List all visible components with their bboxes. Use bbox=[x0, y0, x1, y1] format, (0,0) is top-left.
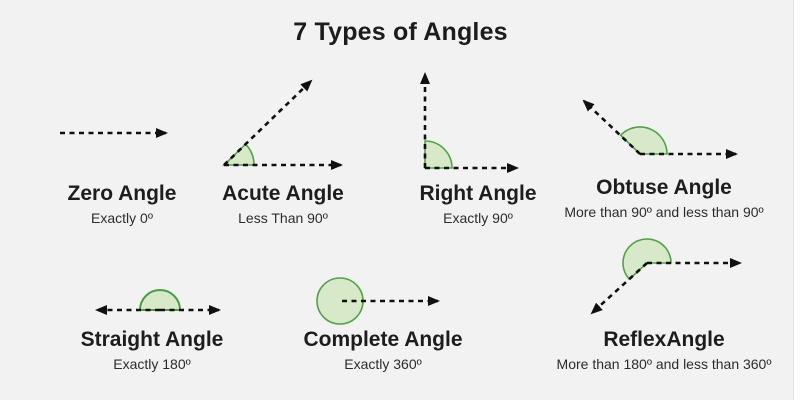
right-angle-arc bbox=[424, 140, 453, 169]
complete-angle-card: Complete Angle Exactly 360º bbox=[283, 328, 483, 373]
right-angle-description: Exactly 90º bbox=[443, 210, 513, 227]
acute-angle-diagonal-ray bbox=[223, 79, 313, 166]
straight-angle-description: Exactly 180º bbox=[113, 356, 191, 373]
straight-angle-card: Straight Angle Exactly 180º bbox=[62, 328, 242, 373]
complete-angle-description: Exactly 360º bbox=[344, 356, 422, 373]
obtuse-angle-arc bbox=[619, 126, 668, 155]
acute-angle-diagram bbox=[222, 79, 343, 170]
obtuse-angle-diagonal-ray bbox=[582, 99, 641, 155]
straight-angle-arc bbox=[138, 289, 182, 311]
page-title: 7 Types of Angles bbox=[293, 18, 508, 46]
acute-angle-label: Acute Angle bbox=[222, 182, 344, 205]
reflex-angle-arc bbox=[622, 238, 672, 281]
straight-angle-diagram bbox=[95, 289, 221, 315]
reflex-angle-card: ReflexAngle More than 180º and less than… bbox=[544, 328, 784, 373]
reflex-angle-description: More than 180º and less than 360º bbox=[556, 356, 772, 373]
zero-angle-card: Zero Angle Exactly 0º bbox=[32, 182, 212, 227]
obtuse-angle-label: Obtuse Angle bbox=[596, 176, 732, 199]
complete-angle-label: Complete Angle bbox=[303, 328, 463, 351]
right-angle-label: Right Angle bbox=[419, 182, 537, 205]
straight-angle-label: Straight Angle bbox=[80, 328, 224, 351]
obtuse-angle-card: Obtuse Angle More than 90º and less than… bbox=[544, 176, 784, 221]
acute-angle-description: Less Than 90º bbox=[238, 210, 328, 227]
reflex-angle-diagram bbox=[590, 238, 742, 315]
reflex-angle-diagonal-ray bbox=[590, 262, 648, 315]
obtuse-angle-description: More than 90º and less than 90º bbox=[564, 204, 764, 221]
zero-angle-label: Zero Angle bbox=[67, 182, 177, 205]
reflex-angle-label: ReflexAngle bbox=[603, 328, 725, 351]
acute-angle-arc bbox=[222, 143, 255, 166]
right-edge-strip bbox=[793, 0, 801, 400]
right-angle-card: Right Angle Exactly 90º bbox=[388, 182, 568, 227]
acute-angle-card: Acute Angle Less Than 90º bbox=[193, 182, 373, 227]
obtuse-angle-diagram bbox=[582, 99, 738, 159]
complete-angle-diagram bbox=[316, 277, 440, 325]
right-angle-diagram bbox=[420, 72, 519, 173]
zero-angle-description: Exactly 0º bbox=[91, 210, 153, 227]
